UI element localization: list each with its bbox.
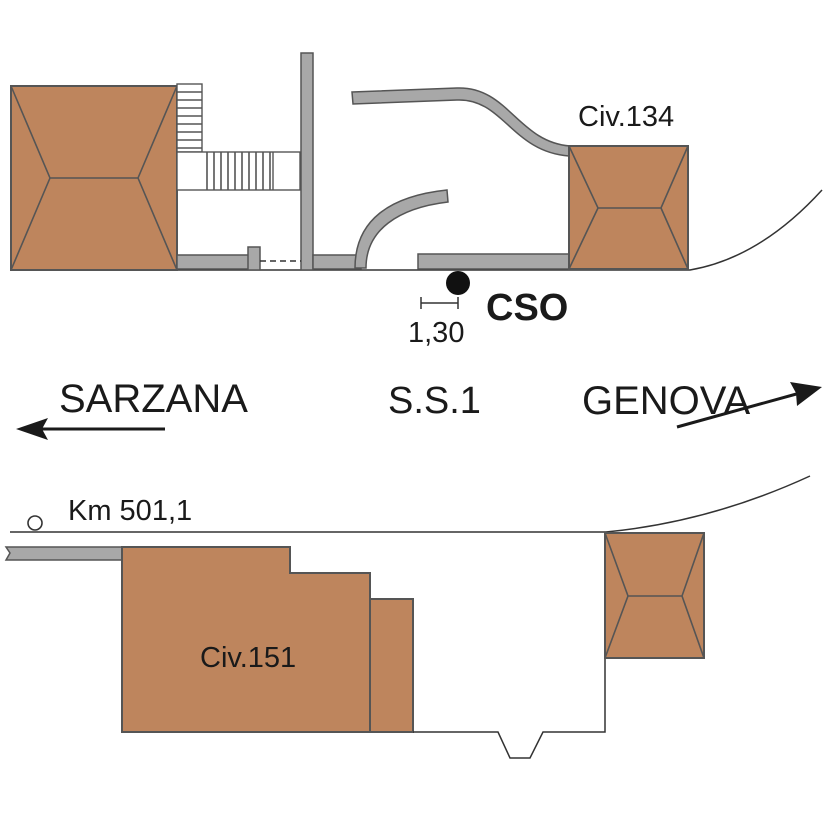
property-boundary [413,658,606,759]
label-road: S.S.1 [388,380,481,422]
label-cso: CSO [486,287,568,329]
arrow-right-icon [676,382,822,429]
wall-segment-1 [176,254,250,270]
label-km: Km 501,1 [68,495,192,527]
south-road-edge [10,475,811,533]
building-civ-151-annex [369,598,414,733]
north-road-edge [10,189,823,271]
label-sarzana: SARZANA [59,377,248,421]
building-northwest [10,85,178,271]
wall-segment-3 [417,253,571,270]
wall-vertical [300,52,314,271]
building-civ-151 [121,546,371,733]
wall-segment-2 [312,254,362,270]
building-southeast [604,532,705,659]
staircase-vertical [176,83,203,153]
km-marker-icon [27,515,43,531]
curved-wall-upper [351,87,571,157]
curved-wall-lower [354,189,449,269]
arrow-left-icon [16,418,165,440]
gate-post-1 [247,246,261,271]
label-civ-134: Civ.134 [578,101,674,133]
cso-marker-icon [446,271,470,295]
label-distance: 1,30 [408,317,464,349]
label-genova: GENOVA [582,379,751,423]
label-civ-151: Civ.151 [200,642,296,674]
dimension-line [420,297,459,309]
wall-south-left [4,546,123,561]
staircase-horizontal [176,151,301,191]
building-civ-134 [568,145,689,270]
